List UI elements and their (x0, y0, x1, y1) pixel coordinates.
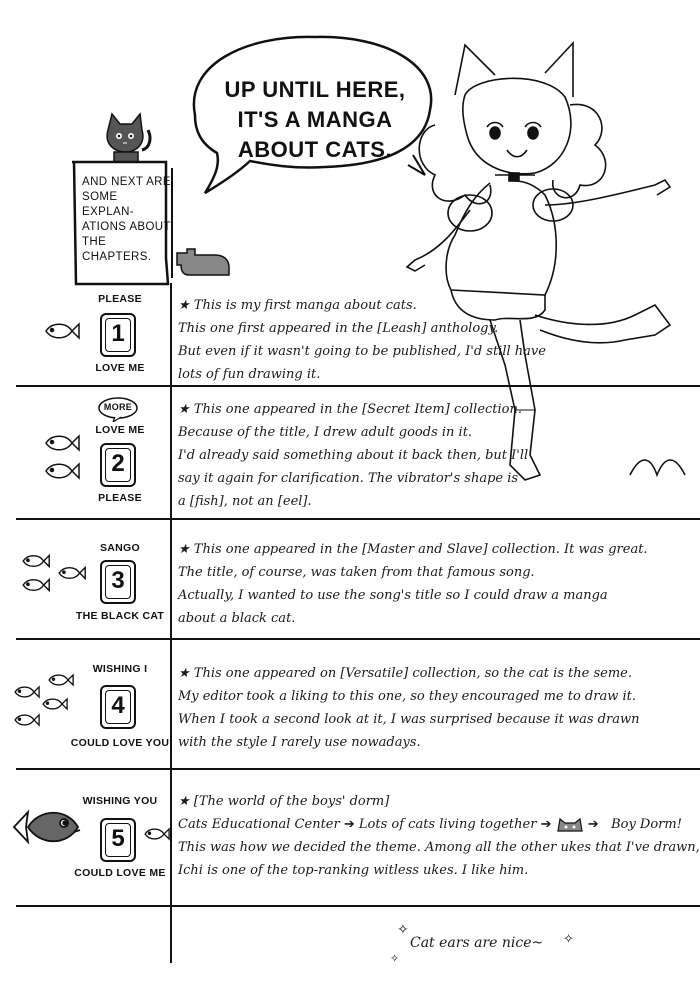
fish-icon (58, 565, 86, 581)
bubble-text: UP UNTIL HERE, IT'S A MANGA ABOUT CATS. (205, 75, 425, 165)
chapter-2-number-box: 2 (100, 443, 136, 487)
chapter-2-line-1: ★ This one appeared in the [Secret Item]… (178, 402, 523, 417)
chapter-1-line-4: lots of fun drawing it. (178, 367, 321, 382)
chapter-3-line-4: about a black cat. (178, 611, 296, 626)
chapter-5-line-2: This was how we decided the theme. Among… (178, 840, 700, 855)
chapter-3-notes: ★ This one appeared in the [Master and S… (178, 538, 648, 630)
chapter-1-notes: ★ This is my first manga about cats. Thi… (178, 294, 546, 386)
explanation-box (72, 160, 173, 286)
arrow-right-icon: ➔ (587, 817, 599, 832)
sparkle-icon: ✧ (397, 922, 409, 938)
chapter-4-title-bottom: COULD LOVE YOU (70, 737, 170, 749)
chapter-5-line-1: ★ [The world of the boys' dorm] (178, 794, 390, 809)
bubble-line-2: IT'S A MANGA (237, 107, 393, 132)
chapter-5-notes: ★ [The world of the boys' dorm] Cats Edu… (178, 790, 700, 882)
chapter-2-line-5: a [fish], not an [eel]. (178, 494, 312, 509)
flow-step-3: Boy Dorm! (611, 817, 682, 832)
chapter-3-line-3: Actually, I wanted to use the song's tit… (178, 588, 608, 603)
fish-icon (14, 685, 40, 699)
chapter-5-title-bottom: COULD LOVE ME (74, 867, 166, 879)
chapter-4-notes: ★ This one appeared on [Versatile] colle… (178, 662, 639, 754)
chapter-3-line-2: The title, of course, was taken from tha… (178, 565, 535, 580)
explanation-line-4: THE CHAPTERS. (82, 236, 152, 263)
chapter-2-title-bottom: PLEASE (98, 492, 142, 504)
chapter-4-line-3: When I took a second look at it, I was s… (178, 712, 640, 727)
divider-3 (16, 638, 700, 640)
arrow-right-icon: ➔ (540, 817, 552, 832)
sparkle-icon: ✧ (563, 932, 574, 947)
fish-icon (42, 697, 68, 711)
speech-bubble (192, 35, 433, 195)
cat-icon (106, 112, 152, 165)
chapter-4-number-box: 4 (100, 685, 136, 729)
chapter-2-line-4: say it again for clarification. The vibr… (178, 471, 519, 486)
fish-icon (22, 577, 50, 593)
fish-icon (45, 322, 80, 340)
chapter-2-line-2: Because of the title, I drew adult goods… (178, 425, 473, 440)
bubble-line-3: ABOUT CATS. (237, 137, 393, 162)
chapter-2-notes: ★ This one appeared in the [Secret Item]… (178, 398, 528, 513)
footer-note: Cat ears are nice~ (410, 935, 544, 951)
explanation-line-2: SOME EXPLAN- (82, 191, 135, 218)
chapter-1-line-1: ★ This is my first manga about cats. (178, 298, 417, 313)
explanation-line-3: ATIONS ABOUT (82, 221, 171, 233)
chapter-4-line-4: with the style I rarely use nowadays. (178, 735, 421, 750)
chapter-1-line-2: This one first appeared in the [Leash] a… (178, 321, 499, 336)
chapter-2-title-top: LOVE ME (95, 424, 145, 436)
chapter-1-title-top: PLEASE (98, 293, 142, 305)
cat-face-icon (556, 817, 583, 832)
fish-icon (22, 553, 50, 569)
chapter-4-line-1: ★ This one appeared on [Versatile] colle… (178, 666, 632, 681)
chapter-5-number-box: 5 (100, 818, 136, 862)
fish-icon (14, 713, 40, 727)
arrow-right-icon: ➔ (343, 817, 355, 832)
divider-4 (16, 768, 700, 770)
chapter-5-line-3: Ichi is one of the top-ranking witless u… (178, 863, 529, 878)
divider-1 (16, 385, 700, 387)
chapter-1-title-bottom: LOVE ME (95, 362, 145, 374)
chapter-1-line-3: But even if it wasn't going to be publis… (178, 344, 546, 359)
fish-icon (45, 462, 80, 480)
fish-icon (48, 673, 74, 687)
chapter-3-line-1: ★ This one appeared in the [Master and S… (178, 542, 648, 557)
chapter-4-title-top: WISHING I (92, 663, 148, 675)
column-divider (170, 283, 172, 963)
flow-step-1: Cats Educational Center (178, 817, 340, 832)
chapter-2-tag: MORE (103, 402, 133, 412)
flow-step-2: Lots of cats living together (358, 817, 537, 832)
explanation-line-1: AND NEXT ARE (82, 176, 171, 188)
chapter-1-number-box: 1 (100, 313, 136, 357)
chapter-5-title-top: WISHING YOU (82, 795, 158, 807)
bubble-line-1: UP UNTIL HERE, (224, 77, 406, 102)
explanation-text: AND NEXT ARE SOME EXPLAN- ATIONS ABOUT T… (82, 175, 172, 265)
speech-tag-icon (98, 397, 138, 422)
divider-2 (16, 518, 700, 520)
chapter-4-line-2: My editor took a liking to this one, so … (178, 689, 636, 704)
fish-icon (45, 434, 80, 452)
sparkle-icon: ✧ (390, 952, 400, 965)
chapter-2-line-3: I'd already said something about it back… (178, 448, 529, 463)
divider-5 (16, 905, 700, 907)
chapter-3-title-bottom: THE BLACK CAT (75, 610, 165, 622)
chapter-3-title-top: SANGO (99, 542, 140, 554)
chapter-5-flow: Cats Educational Center ➔ Lots of cats l… (178, 813, 700, 836)
hand-pointer-icon (176, 248, 230, 276)
small-fish-icon (144, 827, 170, 841)
cat-girl-illustration (405, 40, 686, 481)
big-fish-icon (12, 809, 81, 845)
chapter-3-number-box: 3 (100, 560, 136, 604)
